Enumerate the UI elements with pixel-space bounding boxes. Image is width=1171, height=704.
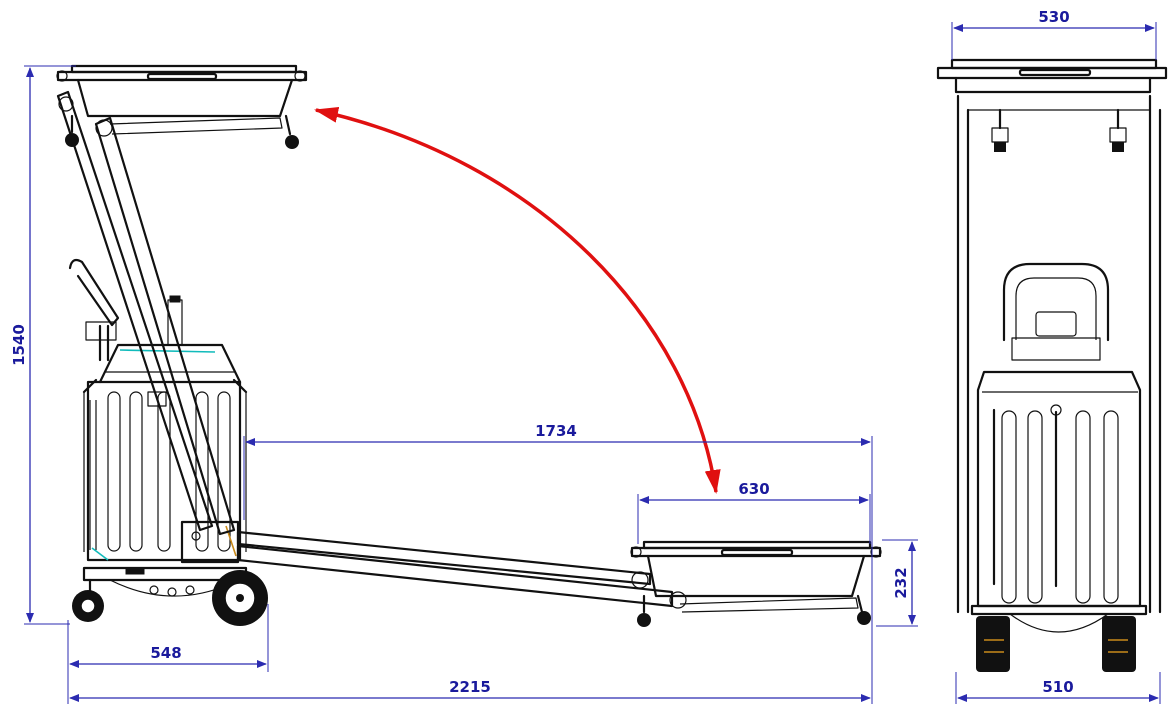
- lowered-arm: [236, 530, 687, 609]
- dimension-labels: 1540 530 1734 630 232 548 2215 510: [10, 8, 1074, 696]
- large-wheel: [212, 570, 268, 626]
- dim-top-width: 530: [1038, 8, 1069, 26]
- dimension-lines: [24, 22, 1161, 704]
- dim-base-depth: 548: [150, 644, 181, 662]
- front-view: [936, 58, 1168, 672]
- tank-body: [82, 295, 248, 562]
- dim-total-length: 2215: [449, 678, 491, 696]
- side-view: [56, 64, 882, 627]
- dim-base-width: 510: [1042, 678, 1073, 696]
- caster-wheel: [72, 578, 104, 622]
- dim-total-height: 1540: [10, 324, 28, 366]
- lowered-drain-pan: [630, 540, 882, 627]
- dim-reach: 1734: [535, 422, 577, 440]
- hanger-right: [1109, 108, 1127, 152]
- dim-pan-width: 630: [738, 480, 769, 498]
- raised-arm: [56, 90, 236, 536]
- swing-arc-arrow: [314, 106, 721, 494]
- hanger-left: [991, 108, 1009, 152]
- dim-pan-height: 232: [892, 567, 910, 598]
- push-handle: [68, 258, 120, 362]
- raised-drain-pan: [56, 64, 308, 149]
